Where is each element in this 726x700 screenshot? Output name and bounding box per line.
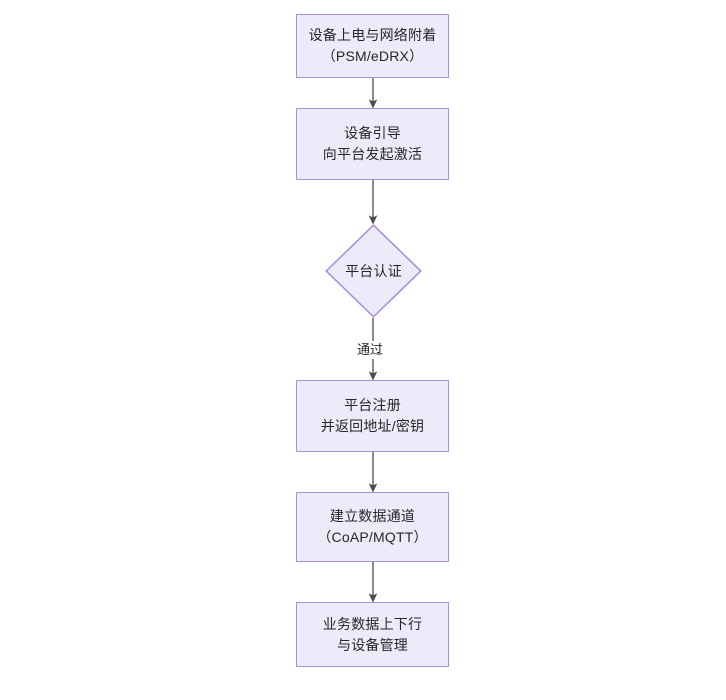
node-business-data-uplink-downlink[interactable]: 业务数据上下行 与设备管理 [296,602,449,667]
node-line: 平台认证 [345,262,402,279]
node-line: 业务数据上下行 [322,615,423,632]
node-device-bootstrap[interactable]: 设备引导 向平台发起激活 [296,108,449,180]
node-line: 与设备管理 [337,636,408,653]
node-platform-auth-decision[interactable]: 平台认证 [325,224,422,318]
node-line: 并返回地址/密钥 [320,418,425,434]
node-line: 向平台发起激活 [322,146,423,162]
node-line: 设备引导 [344,125,401,141]
node-line: 建立数据通道 [329,508,416,524]
diamond-shape [325,224,422,318]
node-line: 平台注册 [344,397,401,413]
edge-label-pass: 通过 [356,341,385,359]
node-line: （PSM/eDRX） [321,48,424,64]
node-line: 设备上电与网络附着 [308,27,437,43]
node-platform-register[interactable]: 平台注册 并返回地址/密钥 [296,380,449,452]
node-device-power-on[interactable]: 设备上电与网络附着 （PSM/eDRX） [296,14,449,78]
node-establish-data-channel[interactable]: 建立数据通道 （CoAP/MQTT） [296,492,449,562]
node-line: （CoAP/MQTT） [317,529,428,545]
